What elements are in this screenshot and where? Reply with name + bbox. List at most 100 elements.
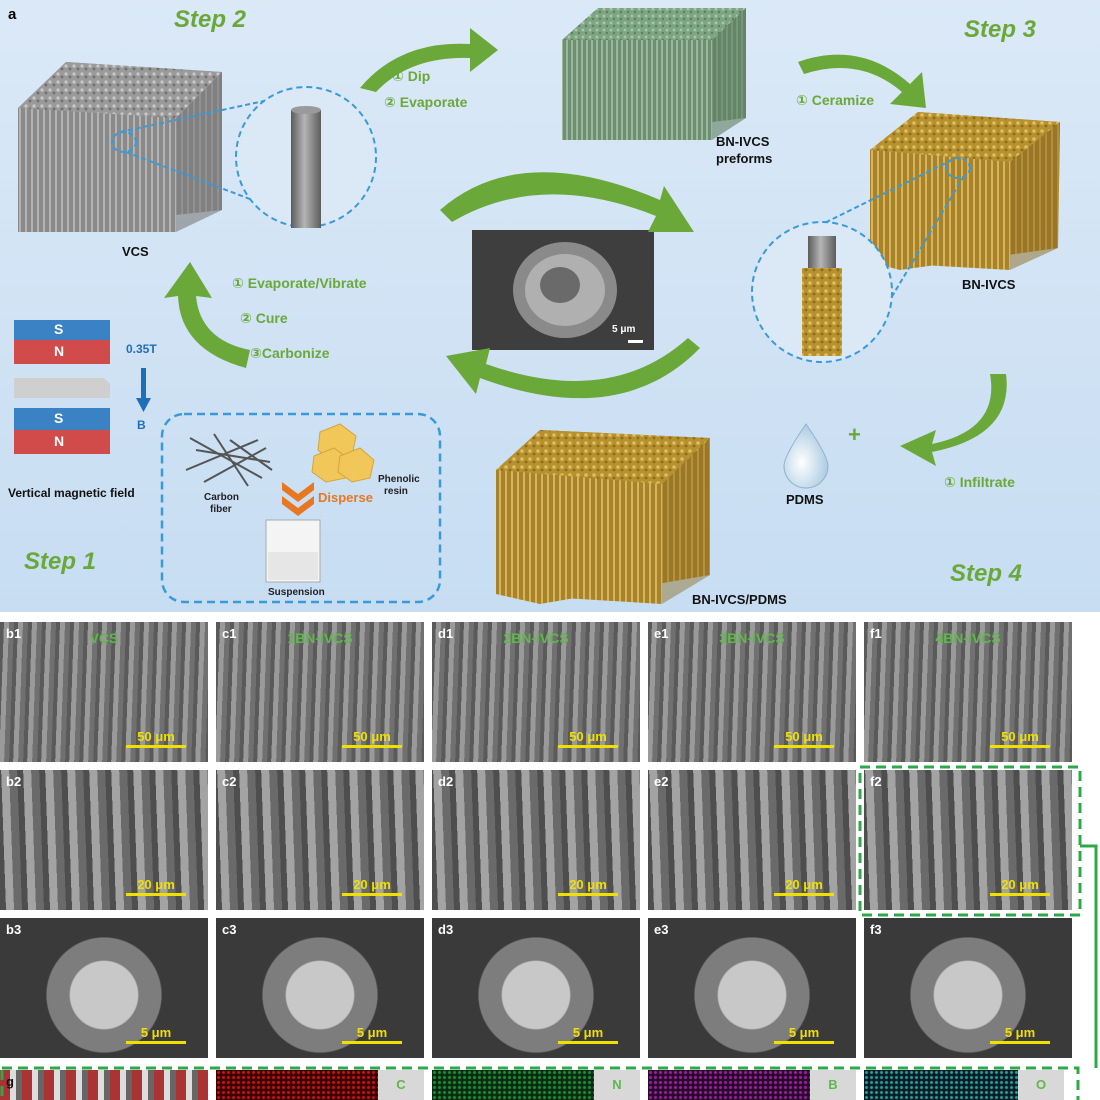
eds-map-B: B — [648, 1070, 856, 1100]
panel-id-label: d3 — [438, 922, 454, 937]
panel-id-label: c3 — [222, 922, 237, 937]
central-sem-scale: 5 μm — [612, 324, 636, 335]
scale-bar: 50 μm — [558, 729, 618, 748]
field-strength: 0.35T — [126, 342, 157, 356]
bn-ivcs-block — [870, 112, 1060, 270]
scale-bar: 20 μm — [558, 877, 618, 896]
scale-bar: 20 μm — [126, 877, 186, 896]
label-pdms: PDMS — [786, 492, 824, 507]
magnet-setup — [14, 320, 151, 454]
label-preforms-1: BN-IVCS — [716, 134, 770, 149]
scale-bar: 5 μm — [990, 1025, 1050, 1044]
panel-id-label: e2 — [654, 774, 669, 789]
pdms-droplet — [783, 423, 829, 489]
scale-bar: 20 μm — [342, 877, 402, 896]
eds-map-O: O — [864, 1070, 1064, 1100]
panel-id-label: c1 — [222, 626, 237, 641]
sample-name: 2BN-IVCS — [503, 630, 569, 646]
sem-panel-b3: b3 5 μm — [0, 918, 208, 1058]
vcs-block — [18, 62, 222, 232]
disperse-label: Disperse — [318, 490, 373, 505]
element-label: B — [810, 1070, 856, 1100]
flow-arrows — [164, 28, 1007, 466]
sem-panel-f3: f3 5 μm — [864, 918, 1072, 1058]
label-vcs: VCS — [122, 244, 149, 259]
step3-title: Step 3 — [964, 16, 1037, 43]
plus-sign: + — [848, 422, 861, 447]
panel-id-label: b2 — [6, 774, 22, 789]
bn-ivcs-pdms-block — [496, 430, 710, 604]
preforms-block — [562, 8, 746, 140]
label-bn-ivcs-pdms: BN-IVCS/PDMS — [692, 592, 787, 607]
panel-label-a: a — [8, 6, 17, 23]
sem-panel-c1: c1 1BN-IVCS 50 μm — [216, 622, 424, 762]
label-preforms-2: preforms — [716, 151, 773, 166]
panel-id-label: d1 — [438, 626, 454, 641]
panel-id-label: b1 — [6, 626, 22, 641]
panel-id-label: f1 — [870, 626, 882, 641]
action-ceramize: ① Ceramize — [796, 92, 874, 108]
element-label: N — [594, 1070, 640, 1100]
scale-bar: 50 μm — [126, 729, 186, 748]
action-evaporate: ② Evaporate — [384, 94, 468, 110]
action-evaporate-vibrate: ① Evaporate/Vibrate — [232, 275, 367, 291]
step4-title: Step 4 — [950, 560, 1023, 587]
action-cure: ② Cure — [240, 310, 288, 326]
sem-panel-b2: b2 20 μm — [0, 770, 208, 910]
carbon-fiber-label-2: fiber — [210, 504, 232, 515]
sem-panel-f2: f2 20 μm — [864, 770, 1072, 910]
suspension-label: Suspension — [268, 587, 325, 598]
sample-name: 4BN-IVCS — [935, 630, 1001, 646]
step2-title: Step 2 — [174, 6, 247, 33]
sem-panel-d2: d2 20 μm — [432, 770, 640, 910]
sem-panel-e2: e2 20 μm — [648, 770, 856, 910]
sample-name: 1BN-IVCS — [287, 630, 353, 646]
carbon-fiber-label-1: Carbon — [204, 492, 239, 503]
sample-name: VCS — [89, 630, 119, 646]
central-sem-image — [472, 230, 654, 350]
eds-map-C: C — [216, 1070, 424, 1100]
bn-ivcs-zoom-circle — [751, 157, 971, 363]
magnet-top-s: S — [54, 321, 64, 337]
sem-grid: b1 VCS 50 μm c1 1BN-IVCS 50 μm d1 2BN-IVCS 50 μm… — [0, 622, 1100, 1100]
vcs-zoom-circle — [111, 86, 377, 228]
field-vector-b: B — [137, 418, 146, 432]
sem-panel-e1: e1 3BN-IVCS 50 μm — [648, 622, 856, 762]
element-label: O — [1018, 1070, 1064, 1100]
step1-materials-box — [160, 412, 442, 604]
scale-bar: 50 μm — [990, 729, 1050, 748]
sem-panel-f1: f1 4BN-IVCS 50 μm — [864, 622, 1072, 762]
sem-panel-c2: c2 20 μm — [216, 770, 424, 910]
magnet-bottom-n: N — [54, 433, 65, 449]
scale-bar: 20 μm — [774, 877, 834, 896]
panel-id-label: e1 — [654, 626, 669, 641]
step1-title: Step 1 — [24, 548, 97, 575]
sem-panel-e3: e3 5 μm — [648, 918, 856, 1058]
scale-bar: 5 μm — [126, 1025, 186, 1044]
sem-panel-d1: d1 2BN-IVCS 50 μm — [432, 622, 640, 762]
panel-id-label: d2 — [438, 774, 454, 789]
panel-id-label: c2 — [222, 774, 237, 789]
eds-panel-g: g — [0, 1070, 208, 1100]
sample-name: 3BN-IVCS — [719, 630, 785, 646]
action-carbonize: ③Carbonize — [250, 345, 330, 361]
phenolic-label-1: Phenolic — [378, 474, 420, 485]
label-bn-ivcs: BN-IVCS — [962, 277, 1016, 292]
panel-id-label: f2 — [870, 774, 882, 789]
vertical-field-label: Vertical magnetic field — [8, 486, 135, 500]
scale-bar: 50 μm — [342, 729, 402, 748]
schematic-diagram — [0, 0, 1100, 612]
panel-id-label: b3 — [6, 922, 22, 937]
magnet-top-n: N — [54, 343, 65, 359]
action-dip: ① Dip — [392, 68, 431, 84]
panel-id-label: f3 — [870, 922, 882, 937]
panel-id-label: e3 — [654, 922, 669, 937]
scale-bar: 20 μm — [990, 877, 1050, 896]
panel-id-label: g — [6, 1074, 14, 1089]
scale-bar: 5 μm — [774, 1025, 834, 1044]
eds-map-N: N — [432, 1070, 640, 1100]
element-label: C — [378, 1070, 424, 1100]
scale-bar: 50 μm — [774, 729, 834, 748]
